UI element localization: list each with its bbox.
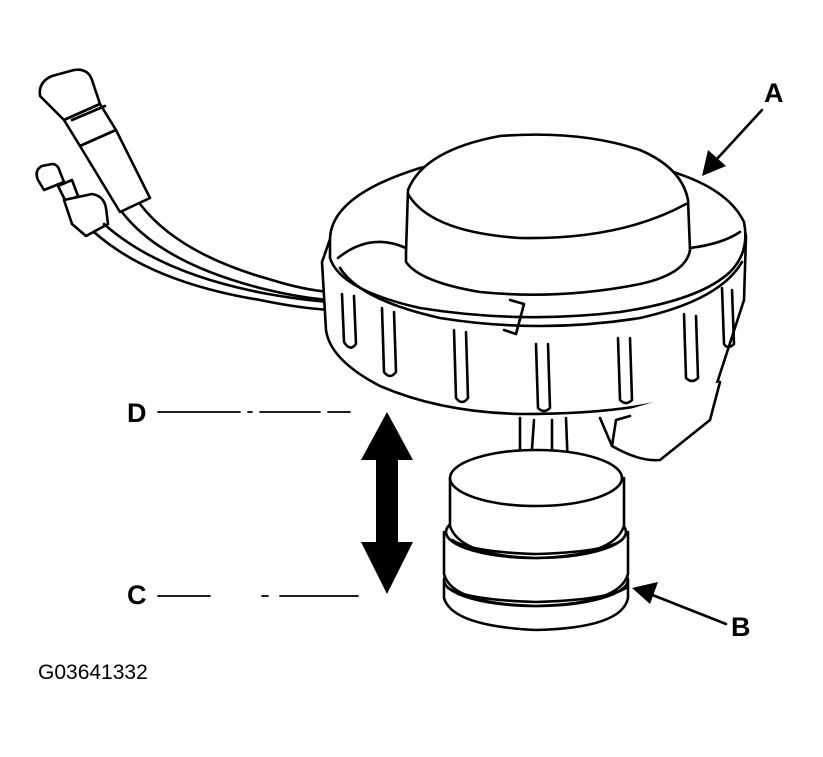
sensor-cap-body: [320, 133, 748, 462]
travel-double-arrow: [361, 412, 413, 594]
leader-line-b: [632, 582, 728, 626]
callout-label-b: B: [731, 612, 751, 642]
figure-id: G03641332: [38, 661, 148, 684]
leader-line-a: [702, 108, 764, 176]
callout-label-d: D: [127, 398, 147, 428]
callout-label-a: A: [764, 78, 784, 108]
callout-label-c: C: [127, 580, 147, 610]
float-assembly: [442, 448, 630, 632]
wire-harness: [35, 68, 332, 312]
